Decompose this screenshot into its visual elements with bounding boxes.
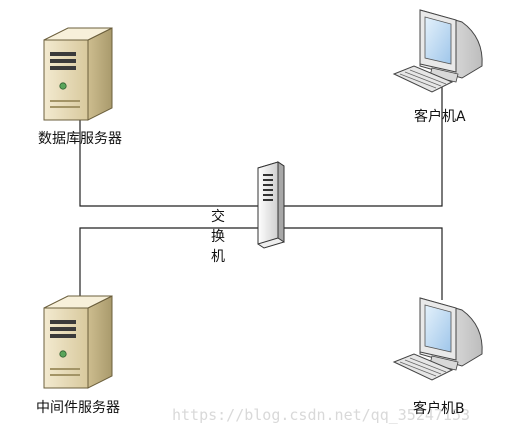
switch-label-char-3: 机 — [211, 249, 225, 265]
watermark-text: https://blog.csdn.net/qq_35247153 — [172, 406, 470, 424]
client-a-label: 客户机A — [414, 108, 466, 125]
edge-client-a-to-switch — [284, 86, 443, 207]
database-server-icon — [43, 27, 113, 121]
edge-database-to-switch — [79, 120, 262, 207]
switch-label-char-2: 换 — [211, 228, 225, 245]
middleware-server-icon — [43, 295, 113, 389]
edge-client-b-to-switch — [284, 227, 443, 300]
database-server-label: 数据库服务器 — [38, 131, 122, 147]
switch-label-char-1: 交 — [211, 208, 225, 225]
client-a-computer-icon — [392, 9, 483, 93]
client-b-computer-icon — [392, 297, 483, 381]
middleware-server-label: 中间件服务器 — [36, 400, 120, 416]
switch-label: 交 换 机 — [211, 208, 225, 265]
edge-middleware-to-switch — [79, 227, 262, 296]
switch-icon — [257, 161, 285, 249]
client-b-label: 客户机B — [413, 400, 465, 417]
connection-lines — [79, 86, 443, 300]
